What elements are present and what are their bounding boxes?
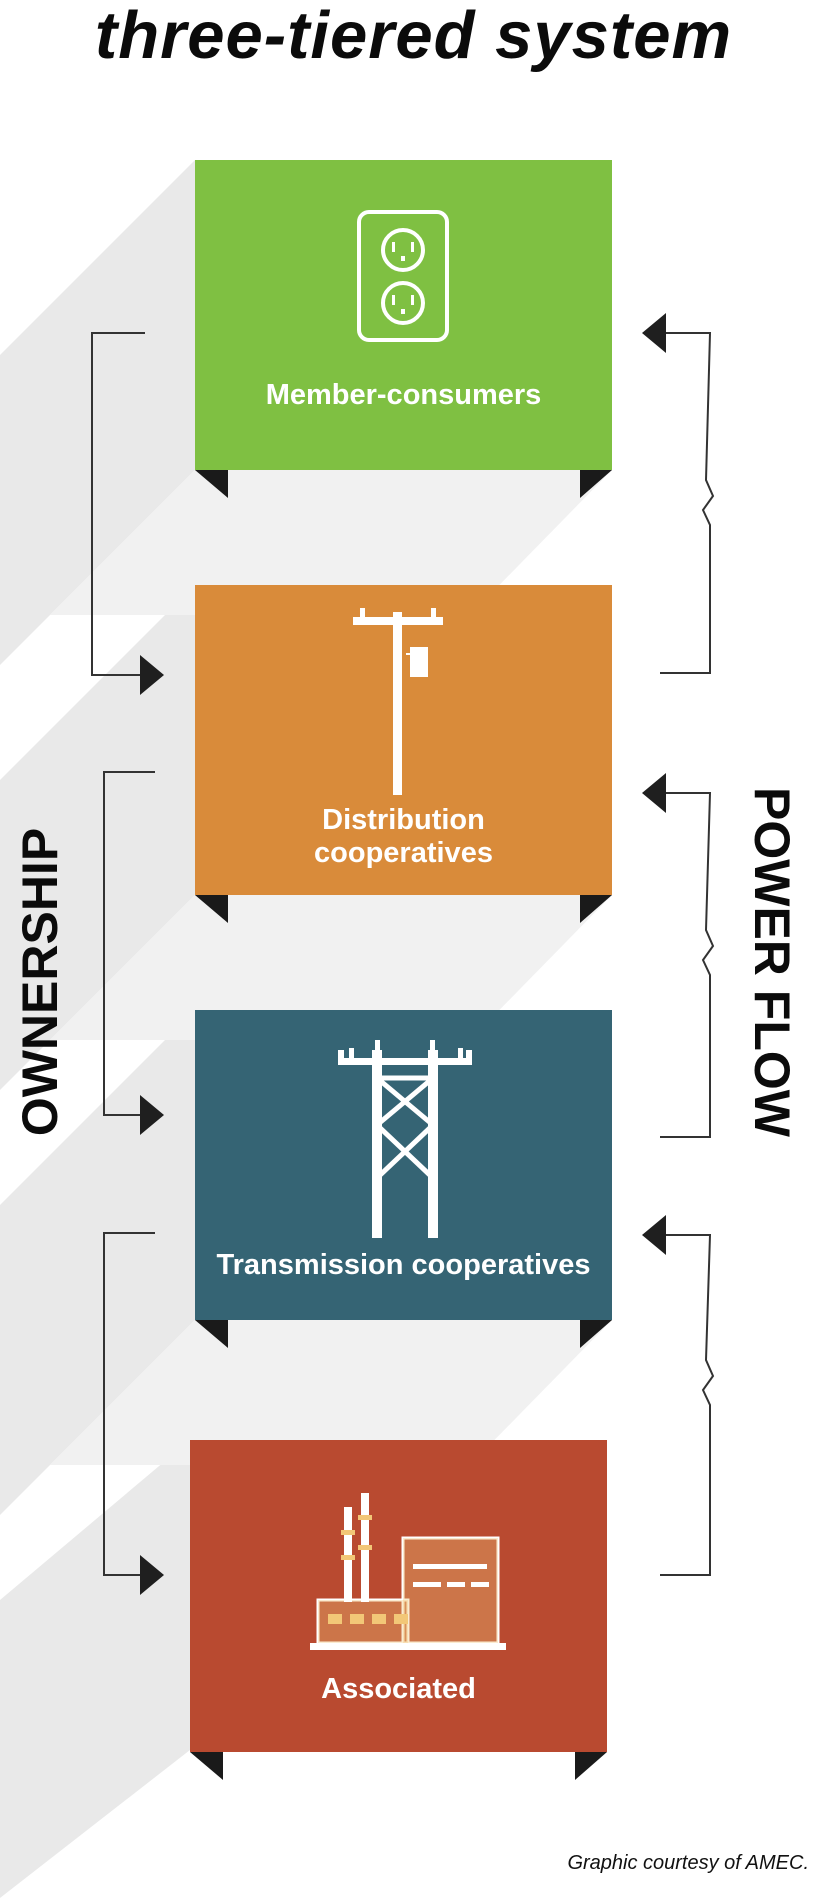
power-flow-connector-1: [660, 332, 715, 674]
tier-associated: Associated: [190, 1440, 607, 1752]
tier-box-associated: [190, 1440, 607, 1752]
tier-member-consumers: Member-consumers: [195, 160, 612, 470]
electrical-outlet-icon: [357, 210, 449, 342]
transmission-tower-icon: [338, 1040, 472, 1238]
fold-right-3: [580, 1320, 612, 1348]
fold-left-1: [195, 470, 228, 498]
tier-label-line-2: cooperatives: [314, 837, 493, 869]
ownership-connector-1: [91, 332, 145, 676]
power-flow-connector-3: [660, 1234, 715, 1576]
box-shadow-2: [0, 585, 195, 1090]
box-shadow-1b: [50, 470, 612, 615]
power-flow-connector-2: [660, 792, 715, 1138]
tier-distribution-cooperatives: Distribution cooperatives: [195, 585, 612, 895]
box-shadow-3: [0, 1010, 195, 1515]
box-folds: [190, 470, 612, 1780]
tier-label: Member-consumers: [265, 379, 542, 411]
ownership-arrowheads: [140, 655, 164, 1595]
power-flow-label: POWER FLOW: [744, 787, 800, 1137]
box-shadow-1: [0, 160, 195, 665]
box-shadow-2b: [50, 895, 612, 1040]
diagram-title: three-tiered system: [94, 0, 733, 73]
box-shadow-3b: [50, 1320, 612, 1465]
fold-right-4: [575, 1752, 607, 1780]
power-flow-connectors: [660, 332, 715, 1576]
power-flow-arrowhead-1: [642, 313, 666, 353]
ownership-connector-3: [103, 1232, 155, 1576]
ownership-arrowhead-3: [140, 1555, 164, 1595]
fold-left-3: [195, 1320, 228, 1348]
power-flow-arrowheads: [642, 313, 666, 1255]
graphic-credit: Graphic courtesy of AMEC.: [567, 1852, 809, 1874]
fold-right-1: [580, 470, 612, 498]
power-flow-arrowhead-2: [642, 773, 666, 813]
tier-box-distribution: [195, 585, 612, 895]
tier-label: Associated: [321, 1673, 476, 1705]
ownership-connectors: [91, 332, 155, 1576]
fold-left-2: [195, 895, 228, 923]
fold-left-4: [190, 1752, 223, 1780]
power-plant-icon: [310, 1493, 506, 1650]
tier-transmission-cooperatives: Transmission cooperatives: [195, 1010, 612, 1320]
ownership-connector-2: [103, 771, 155, 1116]
power-flow-arrowhead-3: [642, 1215, 666, 1255]
fold-right-2: [580, 895, 612, 923]
ownership-label: OWNERSHIP: [12, 827, 68, 1137]
ownership-arrowhead-1: [140, 655, 164, 695]
ownership-arrowhead-2: [140, 1095, 164, 1135]
box-shadow-4: [0, 1440, 190, 1898]
tier-label-line-1: Distribution: [322, 804, 485, 836]
tier-label: Transmission cooperatives: [216, 1249, 591, 1281]
utility-pole-icon: [353, 608, 443, 795]
box-shadows: [0, 160, 612, 1898]
